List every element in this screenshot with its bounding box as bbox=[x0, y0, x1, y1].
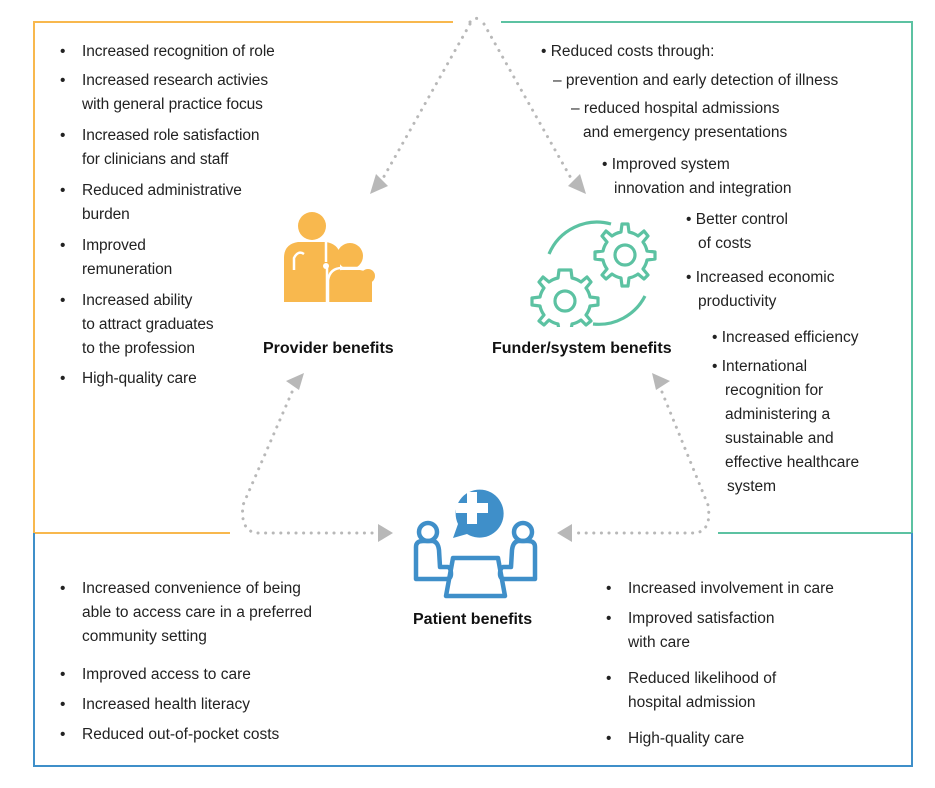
provider-title: Provider benefits bbox=[263, 340, 394, 357]
bullet: • bbox=[60, 72, 66, 89]
provider-item-text: with general practice focus bbox=[82, 96, 263, 113]
arrowhead-patient-right bbox=[557, 524, 572, 542]
provider-item-text: Reduced administrative bbox=[82, 182, 242, 199]
funder-item: • Reduced costs through: bbox=[541, 43, 715, 60]
bullet: • bbox=[606, 580, 612, 597]
funder-item: • Better control bbox=[686, 211, 788, 228]
bullet: • bbox=[606, 610, 612, 627]
bullet: • bbox=[60, 696, 66, 713]
arrowhead-provider-bottom bbox=[286, 373, 304, 390]
funder-item: effective healthcare bbox=[725, 454, 860, 471]
patient-title: Patient benefits bbox=[413, 611, 533, 628]
bullet: • bbox=[60, 237, 66, 254]
funder-item: administering a bbox=[725, 406, 831, 423]
provider-item-text: to attract graduates bbox=[82, 316, 214, 333]
provider-item-text: Improved bbox=[82, 237, 146, 254]
provider-item: • bbox=[60, 43, 66, 60]
funder-item: • International bbox=[712, 358, 808, 375]
funder-item: productivity bbox=[698, 293, 777, 310]
arrow-funder-patient-right bbox=[573, 390, 711, 535]
provider-item-text: remuneration bbox=[82, 261, 173, 278]
provider-item-text: for clinicians and staff bbox=[82, 151, 229, 168]
bullet: • bbox=[60, 182, 66, 199]
patient-item-text: with care bbox=[628, 634, 691, 651]
funder-item: of costs bbox=[698, 235, 752, 252]
bullet: • bbox=[60, 127, 66, 144]
funder-subitem: and emergency presentations bbox=[583, 124, 788, 141]
arrowhead-funder-top bbox=[568, 174, 586, 194]
patient-item-text: Reduced likelihood of bbox=[628, 670, 777, 687]
arrow-apex-to-provider bbox=[380, 16, 482, 182]
bullet: • bbox=[60, 666, 66, 683]
patient-item-text: Increased health literacy bbox=[82, 696, 251, 713]
provider-item-text: burden bbox=[82, 206, 130, 223]
funder-item: recognition for bbox=[725, 382, 824, 399]
patient-item-text: able to access care in a preferred bbox=[82, 604, 313, 621]
patient-item-text: Increased convenience of being bbox=[82, 580, 301, 597]
funder-subitem: – reduced hospital admissions bbox=[571, 100, 780, 117]
provider-item-text: to the profession bbox=[82, 340, 195, 357]
provider-item-text: Increased recognition of role bbox=[82, 43, 275, 60]
provider-item-text: Increased ability bbox=[82, 292, 193, 309]
funder-item: system bbox=[727, 478, 777, 495]
funder-item: sustainable and bbox=[725, 430, 834, 447]
arrow-provider-patient-left bbox=[241, 390, 378, 535]
bullet: • bbox=[606, 730, 612, 747]
funder-title: Funder/system benefits bbox=[492, 340, 672, 357]
funder-item: innovation and integration bbox=[614, 180, 792, 197]
provider-box-border bbox=[33, 21, 453, 534]
funder-item: • Increased efficiency bbox=[712, 329, 859, 346]
funder-item: • Increased economic bbox=[686, 269, 835, 286]
bullet: • bbox=[60, 292, 66, 309]
patient-item-text: hospital admission bbox=[628, 694, 756, 711]
bullet: • bbox=[60, 370, 66, 387]
bullet: • bbox=[60, 726, 66, 743]
provider-item-text: High-quality care bbox=[82, 370, 197, 387]
bullet: • bbox=[606, 670, 612, 687]
arrowhead-funder-bottom bbox=[652, 373, 670, 390]
funder-subitem: – prevention and early detection of illn… bbox=[553, 72, 839, 89]
patient-item-text: Increased involvement in care bbox=[628, 580, 834, 597]
patient-item-text: Improved access to care bbox=[82, 666, 251, 683]
consultation-icon bbox=[413, 489, 538, 599]
funder-item: • Improved system bbox=[602, 156, 730, 173]
patient-box-border bbox=[33, 533, 913, 767]
doctor-patient-icon bbox=[284, 212, 375, 302]
patient-item-text: community setting bbox=[82, 628, 207, 645]
provider-item-text: Increased research activies bbox=[82, 72, 268, 89]
patient-item-text: Reduced out-of-pocket costs bbox=[82, 726, 280, 743]
arrow-apex-to-funder bbox=[482, 22, 574, 182]
gears-icon bbox=[530, 220, 657, 327]
arrowhead-provider-top bbox=[370, 174, 388, 194]
patient-item-text: High-quality care bbox=[628, 730, 745, 747]
funder-box-border bbox=[501, 21, 913, 534]
provider-item-text: Increased role satisfaction bbox=[82, 127, 260, 144]
bullet: • bbox=[60, 580, 66, 597]
patient-item-text: Improved satisfaction bbox=[628, 610, 775, 627]
arrowhead-patient-left bbox=[378, 524, 393, 542]
